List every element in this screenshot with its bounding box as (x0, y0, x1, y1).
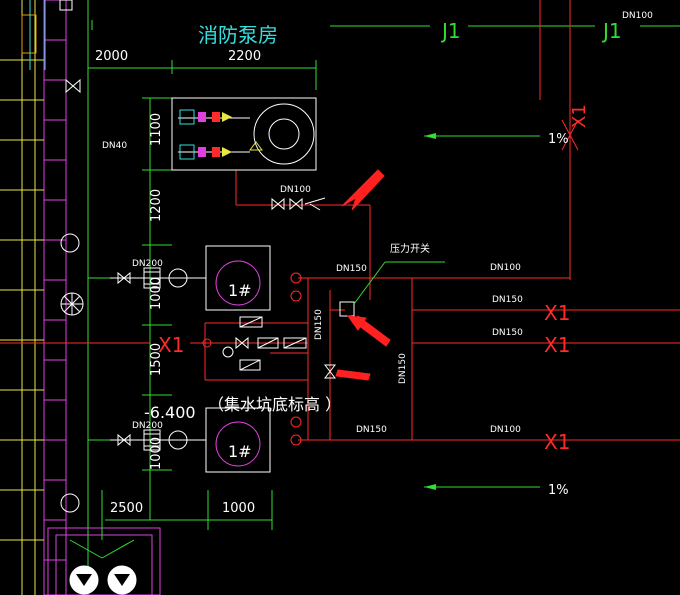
green-lines (87, 0, 680, 595)
pressure-switch-leader (353, 261, 445, 305)
pump-upper (110, 245, 271, 311)
sump-pit (47, 490, 161, 595)
water-tank-unit (171, 97, 317, 171)
red-arrows (335, 169, 391, 381)
pipe-dn150-vertical-right: DN150 (398, 353, 408, 384)
pipe-dn100-right-upper: DN100 (490, 263, 521, 273)
dim-1000-upper: 1000 (149, 277, 164, 310)
dim-1500: 1500 (149, 343, 164, 376)
wall-columns (60, 233, 84, 513)
grid-label-x1-right-3: X1 (544, 430, 570, 454)
grid-label-x1-right-2: X1 (544, 333, 570, 357)
grid-label-x1-left: X1 (158, 333, 184, 357)
pump-lower (110, 407, 271, 473)
grid-label-x1-top: X1 (569, 104, 590, 128)
valves (59, 0, 355, 447)
grid-label-j1-b: J1 (601, 19, 622, 43)
wall-hatch (0, 0, 67, 595)
pipe-dn150-vertical-left: DN150 (314, 309, 324, 340)
dim-2500: 2500 (110, 501, 143, 516)
red-fittings (202, 272, 302, 446)
tank-fittings (179, 109, 263, 160)
pipe-dn200-upper: DN200 (132, 259, 163, 269)
slope-upper: 1% (548, 132, 569, 147)
pipe-dn150-lower: DN150 (356, 425, 387, 435)
sump-pumps (69, 565, 137, 595)
dim-2000: 2000 (95, 49, 128, 64)
pipe-dn150-a: DN150 (336, 264, 367, 274)
grid-label-j1-a: J1 (440, 19, 461, 43)
pipe-dn100-tank: DN100 (280, 185, 311, 195)
pipe-dn150-right-2: DN150 (492, 328, 523, 338)
slope-arrowheads (424, 133, 436, 490)
dim-2200: 2200 (228, 49, 261, 64)
pit-note: （集水坑底标高 ） (208, 395, 341, 414)
dim-1200: 1200 (149, 189, 164, 222)
room-title: 消防泵房 (198, 23, 278, 47)
dim-1000-lower: 1000 (149, 437, 164, 470)
dim-1000-bottom: 1000 (222, 501, 255, 516)
pipe-dn150-right-1: DN150 (492, 295, 523, 305)
grid-label-x1-right-1: X1 (544, 301, 570, 325)
pipe-dn100-right-lower: DN100 (490, 425, 521, 435)
pressure-switch-label: 压力开关 (390, 242, 430, 255)
pump-label-upper: 1# (228, 281, 252, 300)
dim-1100: 1100 (149, 113, 164, 146)
slope-lower: 1% (548, 483, 569, 498)
pipe-dn100-top: DN100 (622, 11, 653, 21)
pump-label-lower: 1# (228, 442, 252, 461)
pipe-dn40: DN40 (102, 141, 127, 151)
elevation-label: -6.400 (144, 403, 196, 422)
pipe-dn200-lower: DN200 (132, 421, 163, 431)
x1-cross-top (561, 119, 579, 151)
